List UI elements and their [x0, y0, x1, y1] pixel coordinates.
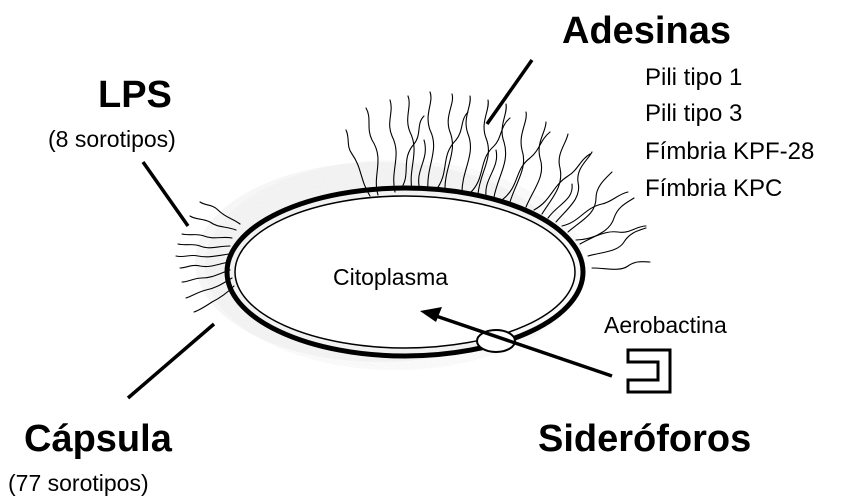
cytoplasm-label: Citoplasma — [333, 266, 448, 289]
capsule-title: Cápsula — [24, 420, 172, 458]
capsule-leader-line — [128, 324, 214, 398]
lps-serotypes: (8 sorotipos) — [48, 128, 176, 151]
adhesins-leader-line — [487, 60, 532, 124]
adhesin-type-2: Pili tipo 3 — [645, 102, 742, 126]
siderophores-title: Sideróforos — [538, 420, 751, 458]
capsule-serotypes: (77 sorotipos) — [8, 472, 149, 495]
adhesin-type-1: Pili tipo 1 — [645, 66, 742, 90]
lps-title: LPS — [98, 76, 172, 114]
lps-leader-line — [143, 162, 188, 226]
adhesin-type-3: Fímbria KPF-28 — [645, 140, 814, 164]
adhesins-title: Adesinas — [562, 12, 731, 50]
siderophore-receptor-icon — [628, 350, 670, 392]
adhesin-type-4: Fímbria KPC — [645, 177, 782, 201]
aerobactin-label: Aerobactina — [604, 314, 727, 337]
